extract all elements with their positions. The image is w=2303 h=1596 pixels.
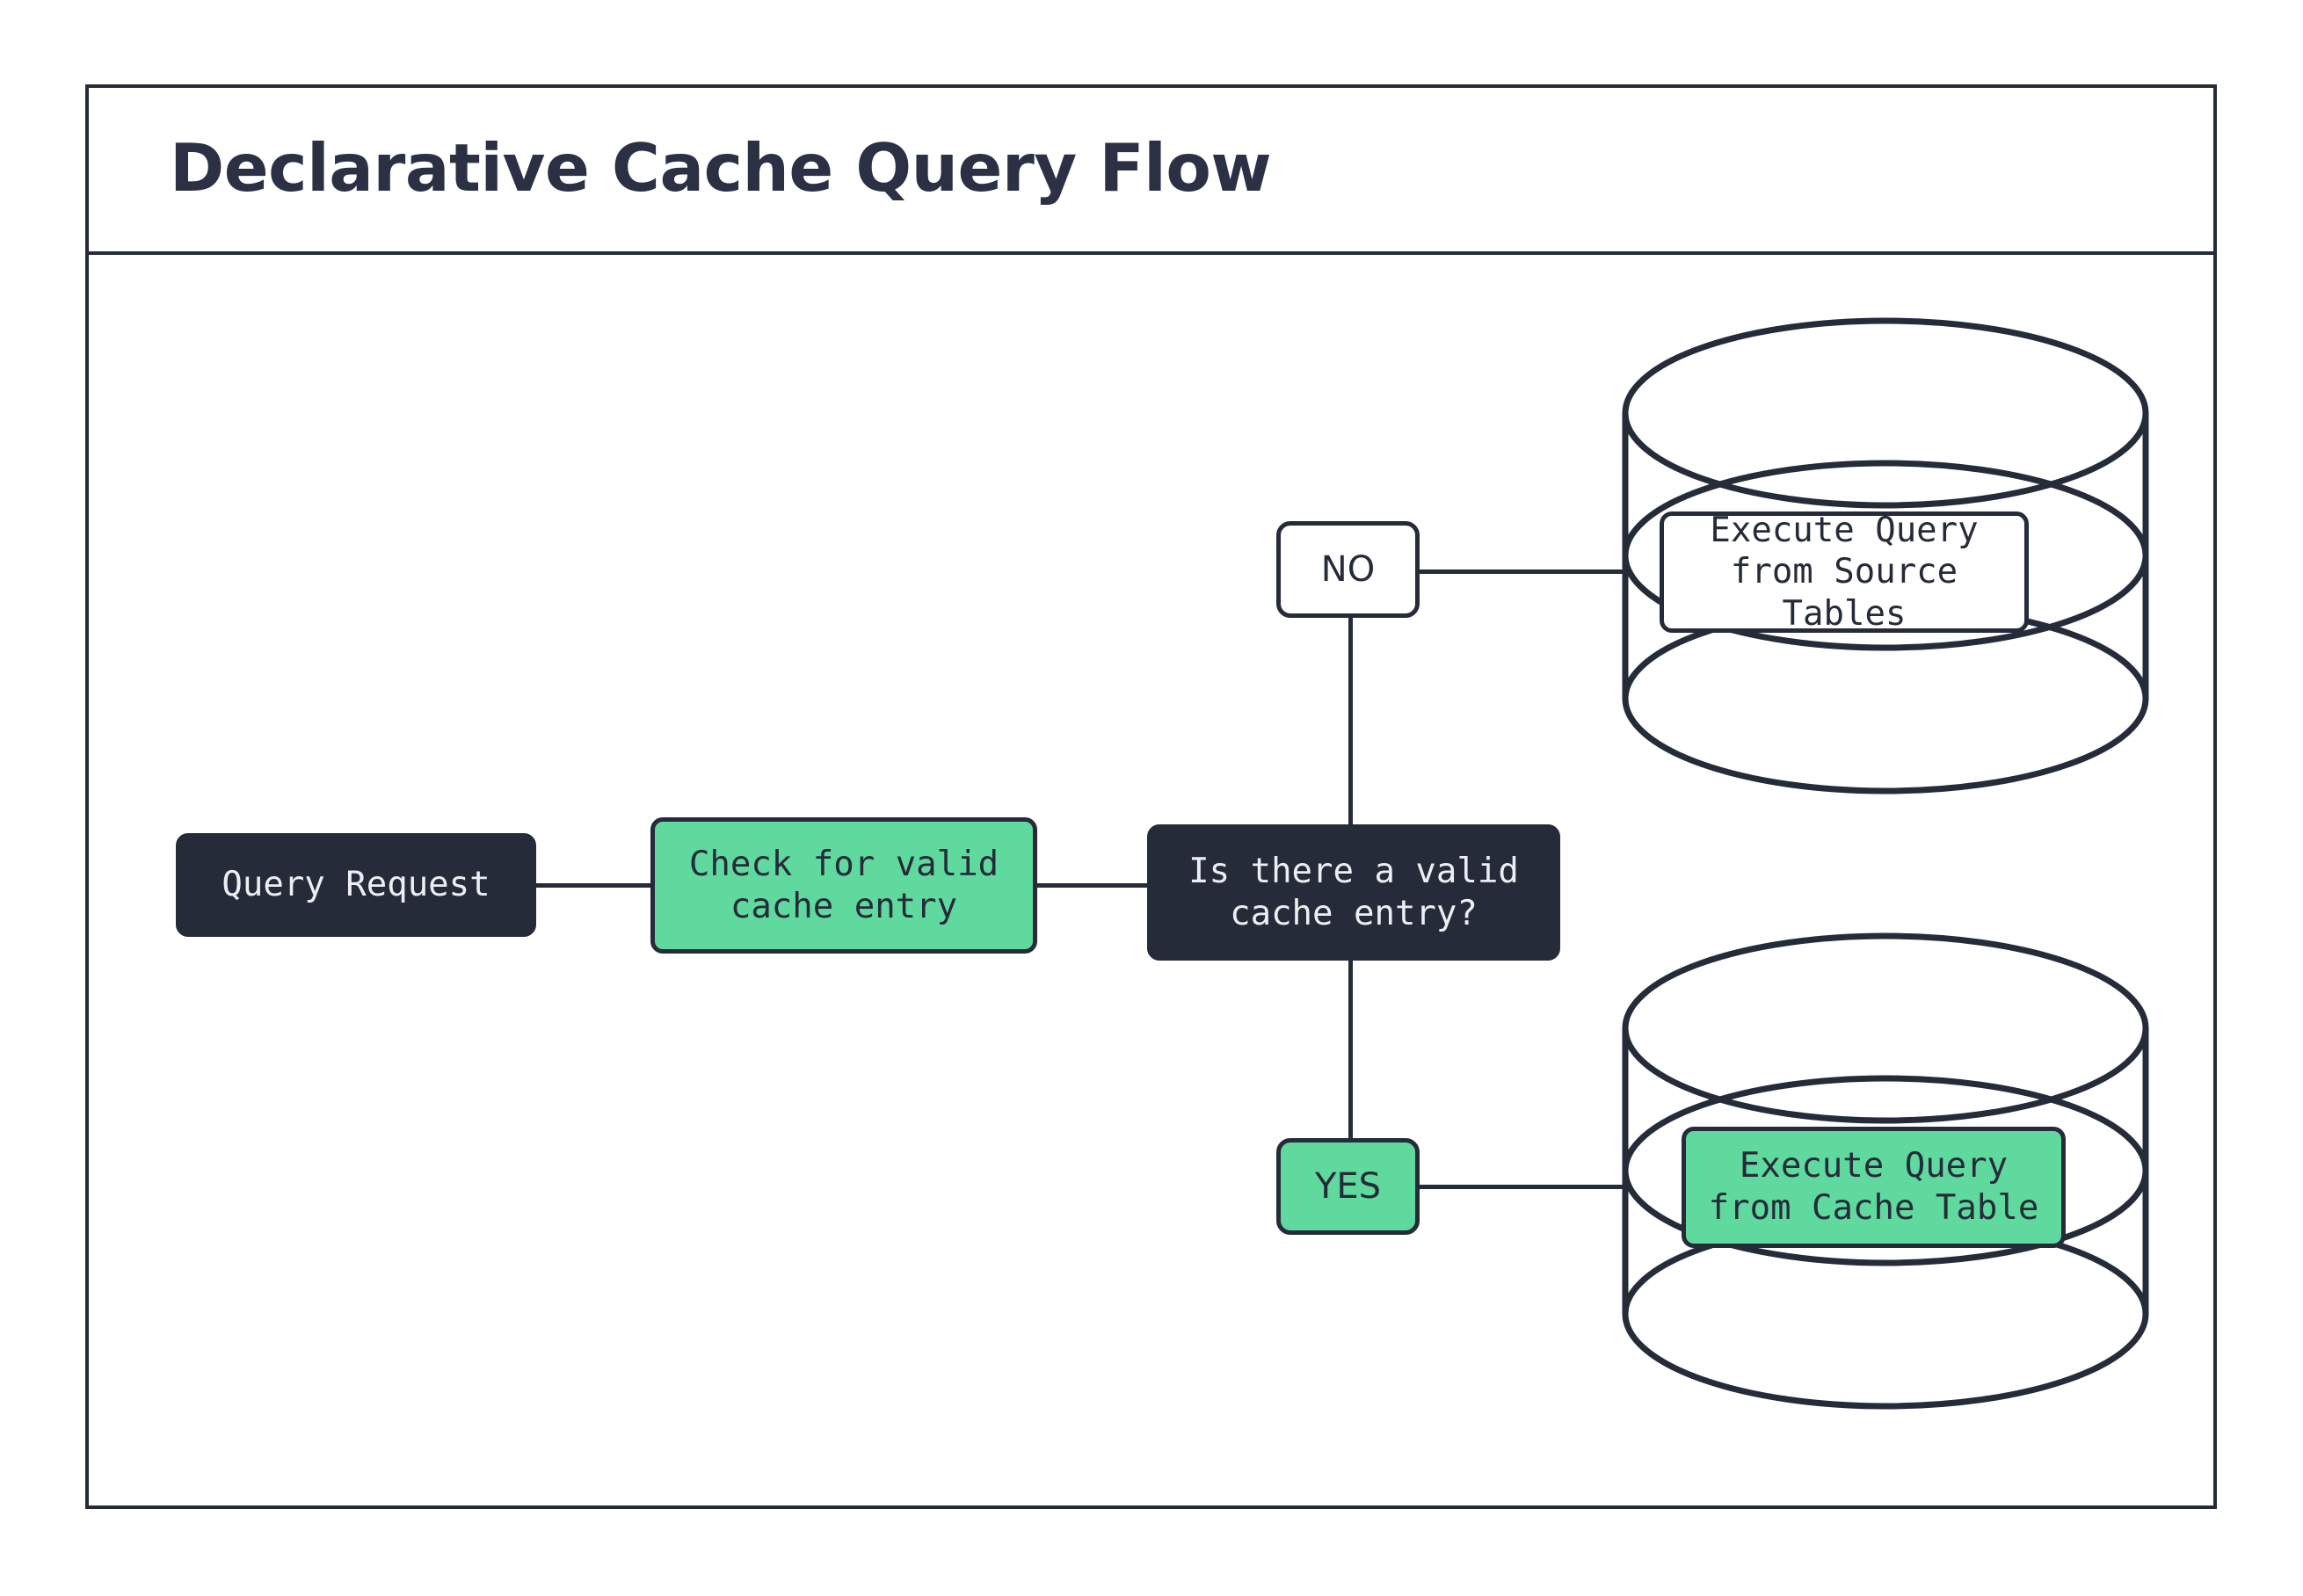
connector-request-to-check [533,883,654,888]
node-query-request[interactable]: Query Request [176,833,536,937]
branch-label-no[interactable]: NO [1276,521,1420,618]
cache-db-label-box[interactable]: Execute Query from Cache Table [1682,1127,2066,1248]
branch-label-yes[interactable]: YES [1276,1138,1420,1235]
connector-no-to-source-db [1415,569,1630,574]
node-query-request-label: Query Request [222,865,490,905]
connector-yes-to-cache-db [1415,1185,1630,1189]
node-check-cache[interactable]: Check for valid cache entry [650,817,1037,954]
cache-table-cylinder: Execute Query from Cache Table [1622,932,2149,1411]
cylinder-shape [1622,932,2149,1410]
connector-check-to-decision [1035,883,1151,888]
cache-db-label: Execute Query from Cache Table [1708,1146,2039,1228]
title-bar: Declarative Cache Query Flow [85,84,2217,255]
node-decision-label: Is there a valid cache entry? [1188,851,1519,933]
source-db-label: Execute Query from Source Tables [1710,510,1979,634]
branch-label-yes-text: YES [1314,1166,1382,1207]
branch-label-no-text: NO [1320,549,1376,590]
connector-decision-to-yes [1348,958,1353,1143]
connector-decision-to-no [1348,615,1353,830]
source-tables-cylinder: Execute Query from Source Tables [1622,316,2149,795]
node-check-cache-label: Check for valid cache entry [688,844,999,926]
node-decision-valid-cache[interactable]: Is there a valid cache entry? [1147,824,1560,961]
page-title: Declarative Cache Query Flow [170,129,1272,207]
source-db-label-box[interactable]: Execute Query from Source Tables [1660,510,2029,634]
